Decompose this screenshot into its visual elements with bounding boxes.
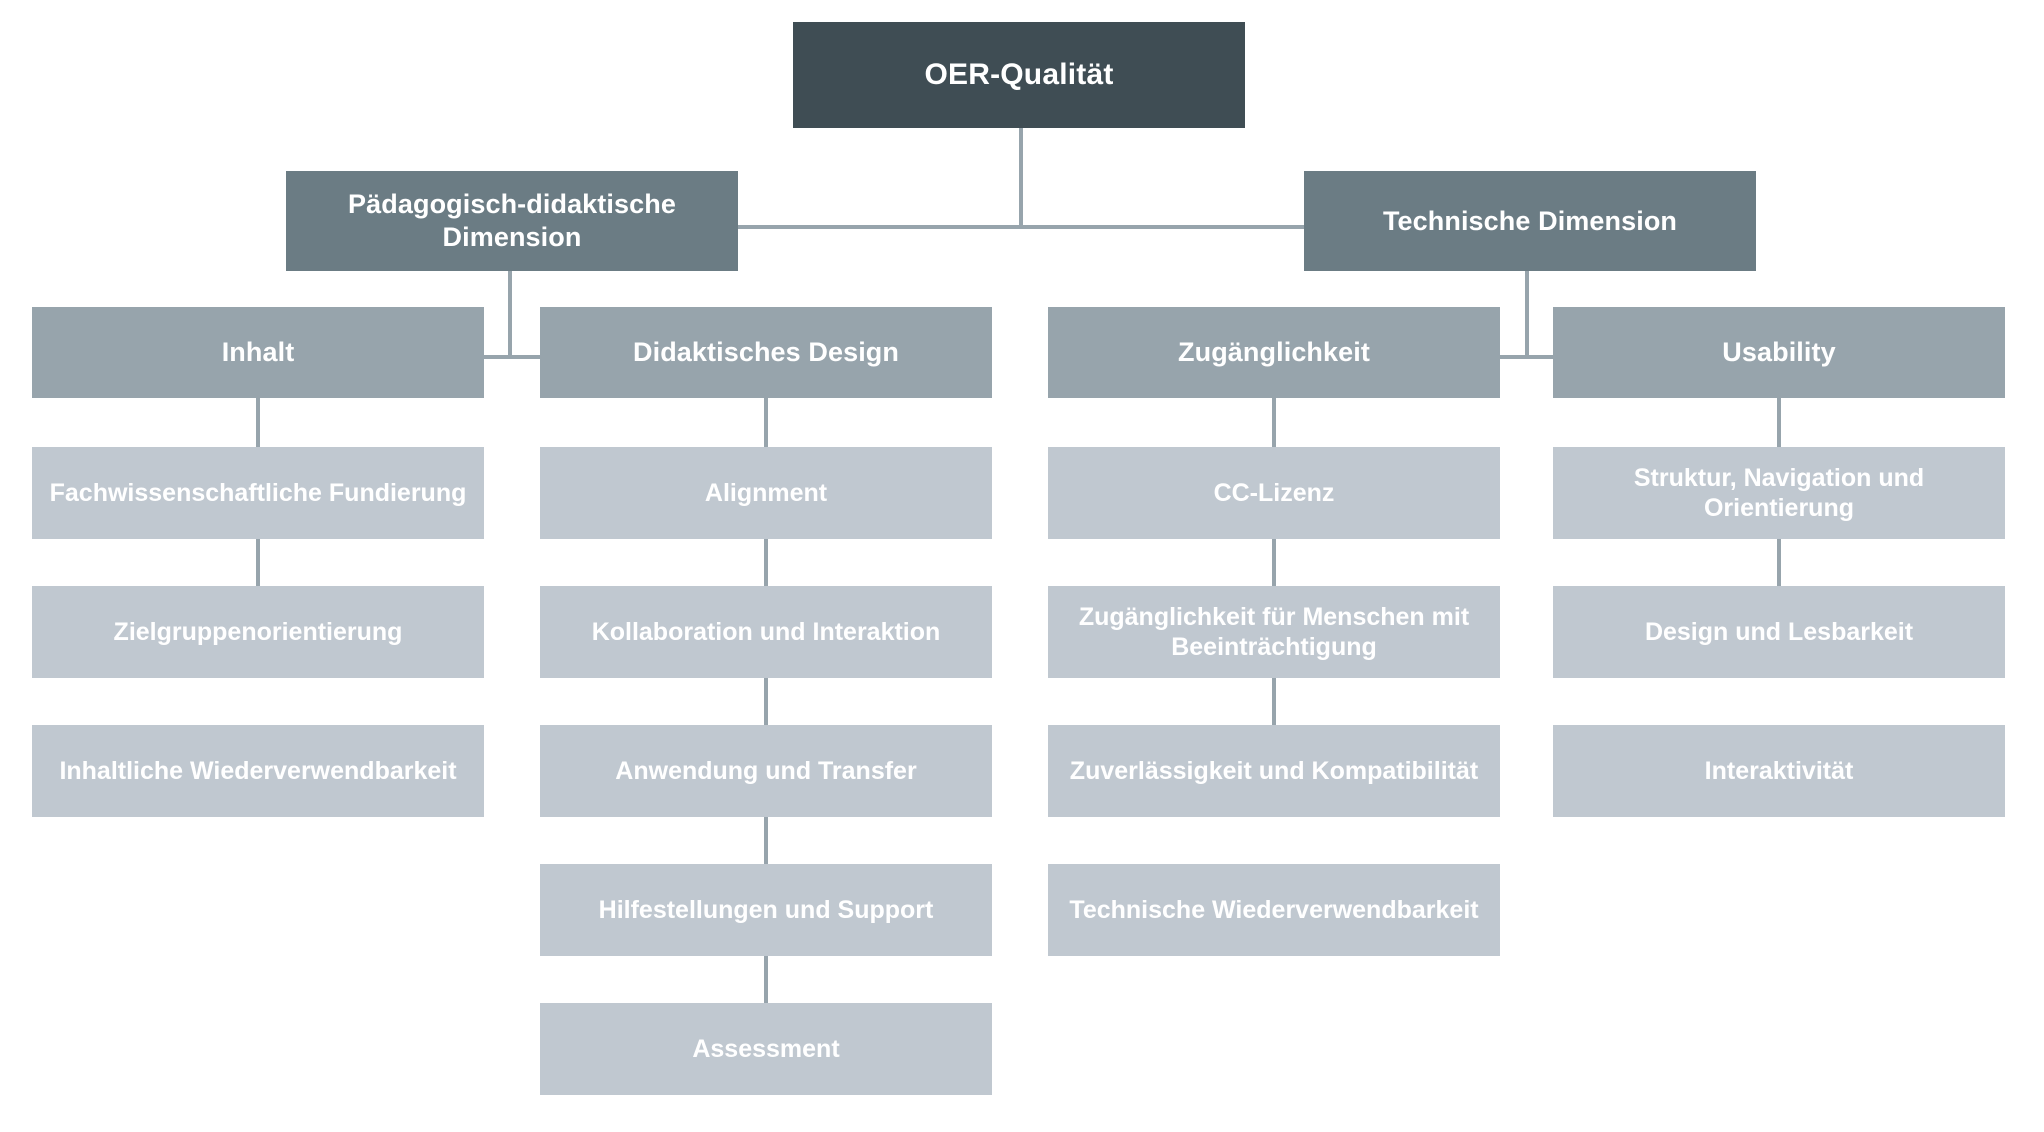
node-category-usability[interactable]: Usability [1553,307,2005,398]
node-criterion-zielgruppenorientierung[interactable]: Zielgruppenorientierung [32,586,484,678]
node-dimension-technisch[interactable]: Technische Dimension [1304,171,1756,271]
node-criterion-kollaboration-und-interaktion[interactable]: Kollaboration und Interaktion [540,586,992,678]
node-dimension-paedagogisch-didaktisch[interactable]: Pädagogisch-didaktische Dimension [286,171,738,271]
connector-level2-bus [736,225,1306,229]
node-criterion-struktur-navigation-und-orientierung[interactable]: Struktur, Navigation und Orientierung [1553,447,2005,539]
node-criterion-alignment[interactable]: Alignment [540,447,992,539]
node-criterion-assessment[interactable]: Assessment [540,1003,992,1095]
node-criterion-zugaenglichkeit-fuer-menschen-mit-beeintraechtigung[interactable]: Zugänglichkeit für Menschen mit Beeinträ… [1048,586,1500,678]
node-criterion-anwendung-und-transfer[interactable]: Anwendung und Transfer [540,725,992,817]
node-criterion-fachwissenschaftliche-fundierung[interactable]: Fachwissenschaftliche Fundierung [32,447,484,539]
connector-technische-stem [1525,271,1529,358]
node-category-inhalt[interactable]: Inhalt [32,307,484,398]
node-criterion-technische-wiederverwendbarkeit[interactable]: Technische Wiederverwendbarkeit [1048,864,1500,956]
node-criterion-inhaltliche-wiederverwendbarkeit[interactable]: Inhaltliche Wiederverwendbarkeit [32,725,484,817]
node-criterion-cc-lizenz[interactable]: CC-Lizenz [1048,447,1500,539]
node-criterion-zuverlaessigkeit-und-kompatibilitaet[interactable]: Zuverlässigkeit und Kompatibilität [1048,725,1500,817]
node-criterion-design-und-lesbarkeit[interactable]: Design und Lesbarkeit [1553,586,2005,678]
connector-left-category-bus [258,355,764,359]
node-root-oer-qualitaet[interactable]: OER-Qualität [793,22,1245,128]
connector-right-category-bus [1274,355,1780,359]
connector-root-stem [1019,128,1023,227]
node-criterion-interaktivitaet[interactable]: Interaktivität [1553,725,2005,817]
connector-paedagogisch-stem [508,271,512,358]
node-criterion-hilfestellungen-und-support[interactable]: Hilfestellungen und Support [540,864,992,956]
node-category-didaktisches-design[interactable]: Didaktisches Design [540,307,992,398]
node-category-zugaenglichkeit[interactable]: Zugänglichkeit [1048,307,1500,398]
